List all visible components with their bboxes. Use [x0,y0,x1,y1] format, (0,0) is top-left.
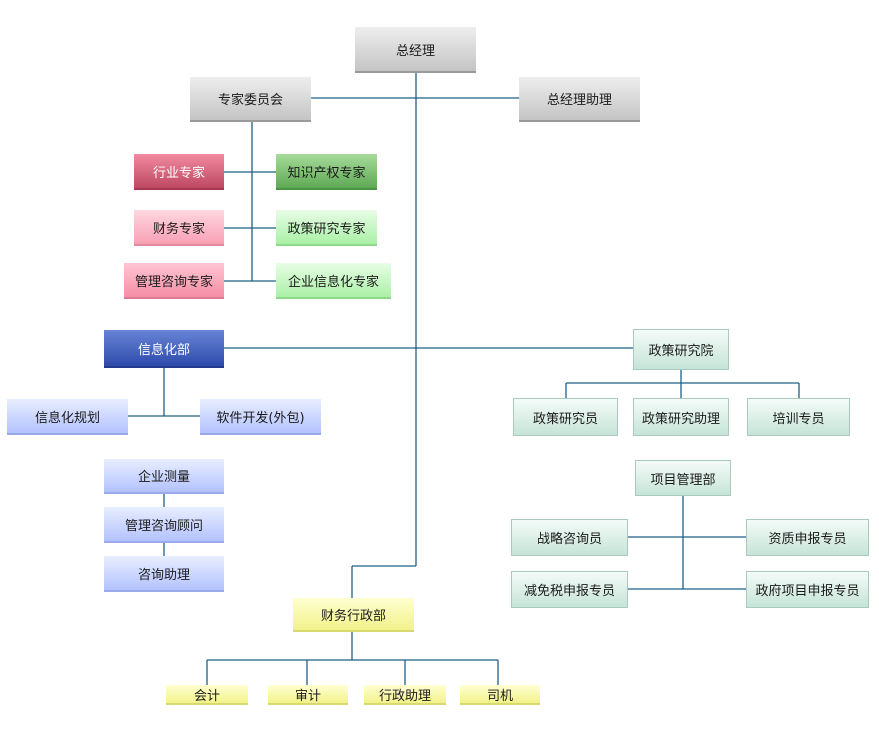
audit-box: 审计 [268,685,348,705]
admin-assistant-box: 行政助理 [364,685,446,705]
mgmt-consulting-expert-box: 管理咨询专家 [124,263,224,299]
it-dept-box: 信息化部 [104,330,224,368]
ceo-box: 总经理 [355,27,476,73]
finance-expert-box: 财务专家 [134,210,224,246]
ip-expert-box: 知识产权专家 [276,154,377,190]
policy-researcher-box: 政策研究员 [513,398,618,436]
ceo-assistant-box: 总经理助理 [519,77,640,122]
project-mgmt-dept-box: 项目管理部 [635,460,731,496]
driver-box: 司机 [460,685,540,705]
consulting-assistant-box: 咨询助理 [104,556,224,592]
strategy-consultant-box: 战略咨询员 [511,519,628,556]
policy-research-expert-box: 政策研究专家 [276,210,377,246]
policy-institute-box: 政策研究院 [633,329,729,370]
training-specialist-box: 培训专员 [747,398,850,436]
expert-committee-box: 专家委员会 [190,77,311,122]
enterprise-it-expert-box: 企业信息化专家 [276,263,391,299]
it-planning-box: 信息化规划 [7,399,128,435]
software-dev-box: 软件开发(外包) [200,399,321,435]
enterprise-survey-box: 企业测量 [104,459,224,494]
industry-expert-box: 行业专家 [134,154,224,190]
accounting-box: 会计 [166,685,248,705]
mgmt-consultant-box: 管理咨询顾问 [104,507,224,543]
gov-project-specialist-box: 政府项目申报专员 [746,571,869,608]
policy-research-assistant-box: 政策研究助理 [633,398,729,436]
qualification-specialist-box: 资质申报专员 [746,519,869,556]
tax-exemption-specialist-box: 减免税申报专员 [511,571,628,608]
finance-admin-dept-box: 财务行政部 [293,598,414,632]
